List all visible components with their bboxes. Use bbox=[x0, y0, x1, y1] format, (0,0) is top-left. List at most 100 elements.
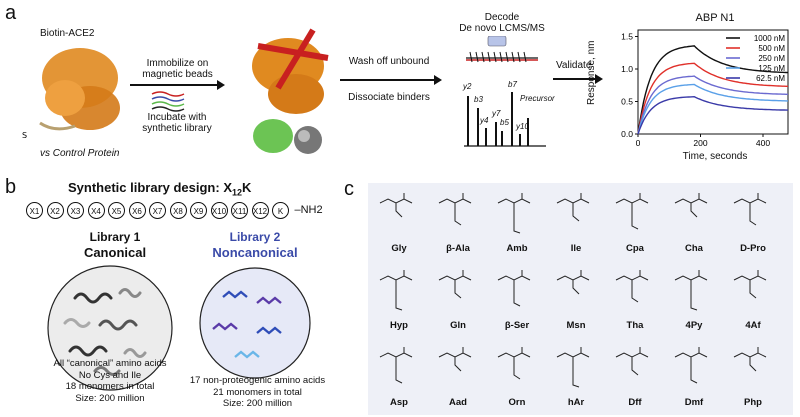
legend-label: 1000 nM bbox=[754, 34, 785, 43]
structure-dmf bbox=[674, 347, 708, 384]
amino-acid-label: β-Ser bbox=[504, 320, 530, 331]
legend-label: 250 nM bbox=[758, 54, 785, 63]
lib1-circle bbox=[47, 265, 173, 391]
lib2-subtitle: Noncanonical bbox=[212, 245, 298, 260]
amino-acid-label: hAr bbox=[567, 397, 585, 408]
step2-text: Incubate with synthetic library bbox=[142, 112, 212, 134]
chart-xlabel: Time, seconds bbox=[682, 151, 748, 162]
structure-amb bbox=[497, 193, 531, 234]
structure-cpa bbox=[615, 193, 649, 230]
decode-title: Decode bbox=[484, 12, 520, 23]
structure-asp bbox=[379, 347, 413, 384]
protein-label: Biotin-ACE2 bbox=[40, 28, 95, 39]
monomer-x6: X6 bbox=[128, 202, 146, 219]
structure-aad bbox=[438, 347, 472, 372]
amino-acid-label: Dff bbox=[628, 397, 642, 408]
chart-title: ABP N1 bbox=[695, 12, 735, 24]
amino-acid-label: Ile bbox=[570, 243, 582, 254]
c-terminal-amide: –NH2 bbox=[294, 204, 323, 216]
panel-c-letter: c bbox=[344, 178, 354, 200]
x-tick-label: 200 bbox=[693, 138, 707, 148]
monomer-x12: X12 bbox=[251, 202, 269, 219]
step3-top-text: Wash off unbound bbox=[348, 56, 430, 67]
lib2-description: 17 non-proteogenic amino acids 21 monome… bbox=[189, 375, 326, 409]
structure-hyp bbox=[379, 270, 413, 311]
lib1-description: All “canonical” amino acids No Cys and I… bbox=[53, 358, 167, 404]
amino-acid-label: Aad bbox=[449, 397, 467, 408]
peak-b5: b5 bbox=[500, 118, 509, 127]
series-line-4 bbox=[637, 95, 788, 135]
library-design-title: Synthetic library design: X12K bbox=[68, 180, 252, 198]
y-tick-label: 0.0 bbox=[621, 129, 633, 139]
peak-b3: b3 bbox=[474, 95, 483, 104]
series-line-3 bbox=[637, 83, 788, 135]
svg-text:S: S bbox=[22, 131, 27, 140]
arrow-1 bbox=[130, 80, 225, 90]
decode-subtitle: De novo LCMS/MS bbox=[459, 23, 545, 34]
series-line-0 bbox=[637, 45, 789, 135]
y-tick-label: 0.5 bbox=[621, 97, 633, 107]
structure-orn bbox=[497, 347, 531, 380]
amino-acid-label: Tha bbox=[626, 320, 644, 331]
chart-ylabel: Response, nm bbox=[586, 40, 597, 105]
amino-acid-label: 4Py bbox=[685, 320, 703, 331]
ms-spectrum-illustration bbox=[464, 36, 546, 147]
amino-acid-label: 4Af bbox=[745, 320, 761, 331]
lib2-title: Library 2 bbox=[229, 230, 281, 244]
structure-gly bbox=[379, 193, 413, 218]
amino-acid-label: Hyp bbox=[390, 320, 408, 331]
amino-acid-label: Gln bbox=[450, 320, 466, 331]
lib1-subtitle: Canonical bbox=[83, 245, 147, 260]
monomer-k: K bbox=[272, 202, 289, 219]
amino-acid-label: Dmf bbox=[684, 397, 704, 408]
amino-acid-label: Cha bbox=[685, 243, 703, 254]
monomer-x5: X5 bbox=[108, 202, 125, 219]
structure-cha bbox=[674, 193, 708, 218]
monomer-x7: X7 bbox=[149, 202, 166, 219]
structure-ile bbox=[556, 193, 590, 222]
x-tick-label: 0 bbox=[636, 138, 641, 148]
peak-y7: y7 bbox=[492, 109, 501, 118]
peak-precursor: Precursor bbox=[520, 94, 555, 103]
amino-acid-label: Msn bbox=[566, 320, 586, 331]
monomer-x10: X10 bbox=[210, 202, 228, 219]
amino-acid-label: Gly bbox=[391, 243, 407, 254]
arrow-3 bbox=[553, 74, 603, 84]
library-peptides-icon bbox=[151, 91, 185, 112]
panel-b-letter: b bbox=[5, 176, 17, 198]
step3-bottom-text: Dissociate binders bbox=[348, 92, 430, 103]
monomer-x2: X2 bbox=[46, 202, 64, 219]
y-tick-label: 1.5 bbox=[621, 32, 633, 42]
monomer-x9: X9 bbox=[190, 202, 207, 219]
amino-acid-label: Php bbox=[744, 397, 762, 408]
panel-a-letter: a bbox=[5, 2, 17, 24]
bound-complex-illustration bbox=[252, 28, 329, 154]
monomer-x8: X8 bbox=[169, 202, 187, 219]
validate-text: Validate bbox=[556, 60, 592, 71]
x-tick-label: 400 bbox=[756, 138, 770, 148]
structure-dff bbox=[615, 347, 649, 376]
structure-tha bbox=[615, 270, 649, 303]
lib1-title: Library 1 bbox=[89, 230, 141, 244]
arrow-2 bbox=[340, 75, 442, 85]
monomer-x11: X11 bbox=[231, 202, 248, 219]
monomer-x3: X3 bbox=[67, 202, 84, 219]
structure-β-ser bbox=[497, 270, 531, 307]
amino-acid-label: Orn bbox=[508, 397, 526, 408]
structure-gln bbox=[438, 270, 472, 299]
legend-label: 500 nM bbox=[758, 44, 785, 53]
ace2-protein-illustration: S bbox=[22, 48, 120, 140]
structure-msn bbox=[556, 270, 590, 295]
series-line-1 bbox=[637, 62, 788, 135]
structure-4py bbox=[674, 270, 708, 311]
legend-label: 125 nM bbox=[758, 64, 785, 73]
legend-label: 62.5 nM bbox=[756, 74, 785, 83]
chart-frame bbox=[637, 29, 789, 135]
structure-d-pro bbox=[733, 193, 767, 226]
structure-4af bbox=[733, 270, 767, 299]
amino-acid-label: β-Ala bbox=[446, 243, 470, 254]
structure-php bbox=[733, 347, 767, 372]
